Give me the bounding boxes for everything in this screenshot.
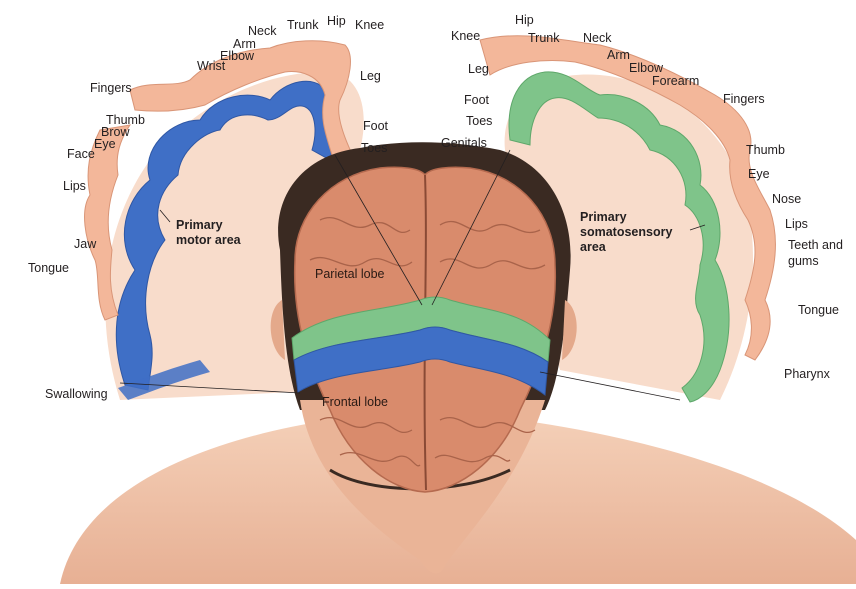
- motor-labels: Neck Trunk Hip Knee Arm Elbow Wrist Fing…: [28, 14, 389, 401]
- label-motor-knee: Knee: [355, 18, 384, 32]
- sensory-labels: Hip Knee Trunk Neck Arm Leg Elbow Forear…: [441, 13, 843, 381]
- label-sensory-toes: Toes: [466, 114, 492, 128]
- leader-lines: [119, 149, 706, 401]
- label-sensory-knee: Knee: [451, 29, 480, 43]
- motor-homunculus: [84, 40, 356, 321]
- label-sensory-foot: Foot: [464, 93, 490, 107]
- parietal-lobe-label: Parietal lobe: [315, 267, 385, 281]
- label-sensory-nose: Nose: [772, 192, 801, 206]
- ear-right: [562, 300, 577, 360]
- label-sensory-thumb: Thumb: [746, 143, 785, 157]
- label-sensory-leg: Leg: [468, 62, 489, 76]
- label-sensory-fingers: Fingers: [723, 92, 765, 106]
- ear-left: [270, 300, 285, 360]
- label-sensory-tongue: Tongue: [798, 303, 839, 317]
- motor-area-title-2: motor area: [176, 233, 242, 247]
- label-motor-arm: Arm: [233, 37, 256, 51]
- label-sensory-pharynx: Pharynx: [784, 367, 831, 381]
- label-motor-brow: Brow: [101, 125, 130, 139]
- label-motor-wrist: Wrist: [197, 59, 226, 73]
- head: [270, 142, 577, 574]
- sensory-homunculus: [479, 35, 776, 361]
- frontal-lobe-label: Frontal lobe: [322, 395, 388, 409]
- label-motor-elbow: Elbow: [220, 49, 255, 63]
- motor-area-title-1: Primary: [176, 218, 223, 232]
- label-sensory-hip: Hip: [515, 13, 534, 27]
- label-motor-swallowing: Swallowing: [45, 387, 108, 401]
- label-motor-face: Face: [67, 147, 95, 161]
- label-motor-lips: Lips: [63, 179, 86, 193]
- label-motor-leg: Leg: [360, 69, 381, 83]
- brain-motor-band: [293, 326, 549, 396]
- label-sensory-lips: Lips: [785, 217, 808, 231]
- label-motor-trunk: Trunk: [287, 18, 319, 32]
- label-sensory-genitals: Genitals: [441, 136, 487, 150]
- label-sensory-arm: Arm: [607, 48, 630, 62]
- label-sensory-teeth: Teeth and: [788, 238, 843, 252]
- label-sensory-elbow: Elbow: [629, 61, 664, 75]
- label-motor-jaw: Jaw: [74, 237, 97, 251]
- motor-strip-lower: [118, 360, 210, 400]
- label-motor-tongue: Tongue: [28, 261, 69, 275]
- label-sensory-neck: Neck: [583, 31, 612, 45]
- label-motor-neck: Neck: [248, 24, 277, 38]
- label-motor-toes: Toes: [361, 141, 387, 155]
- sensory-area-title-3: area: [580, 240, 607, 254]
- label-sensory-trunk: Trunk: [528, 31, 560, 45]
- brain-gyri: [309, 217, 546, 467]
- label-sensory-gums: gums: [788, 254, 819, 268]
- sensory-area-title-1: Primary: [580, 210, 627, 224]
- label-motor-hip: Hip: [327, 14, 346, 28]
- label-motor-foot: Foot: [363, 119, 389, 133]
- label-sensory-forearm: Forearm: [652, 74, 699, 88]
- label-sensory-eye: Eye: [748, 167, 770, 181]
- sensory-area-title-2: somatosensory: [580, 225, 672, 239]
- motor-strip: [115, 80, 336, 391]
- label-motor-eye: Eye: [94, 137, 116, 151]
- sensory-strip: [508, 71, 730, 403]
- label-motor-fingers: Fingers: [90, 81, 132, 95]
- label-motor-thumb: Thumb: [106, 113, 145, 127]
